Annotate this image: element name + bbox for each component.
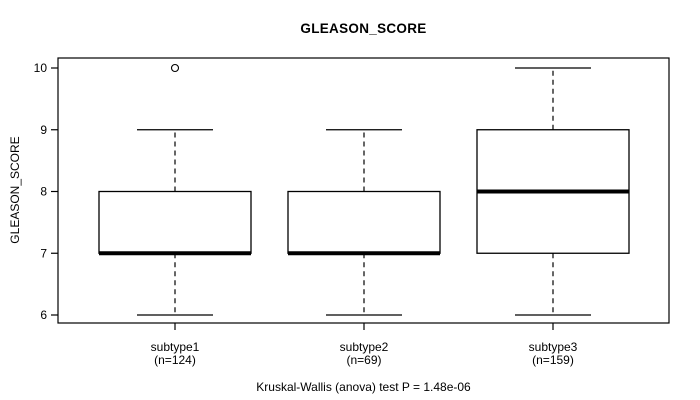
chart-title: GLEASON_SCORE bbox=[300, 21, 427, 36]
x-category-sublabel: (n=124) bbox=[154, 353, 196, 367]
y-tick-label: 7 bbox=[40, 246, 47, 260]
x-category-label: subtype2 bbox=[340, 340, 389, 354]
x-category-sublabel: (n=69) bbox=[346, 353, 381, 367]
y-tick-label: 8 bbox=[40, 185, 47, 199]
x-category-label: subtype3 bbox=[529, 340, 578, 354]
iqr-box-subtype2 bbox=[287, 190, 441, 254]
iqr-box-subtype1 bbox=[98, 190, 252, 254]
y-tick-label: 6 bbox=[40, 308, 47, 322]
outlier-point-subtype1 bbox=[170, 63, 180, 73]
x-category-label: subtype1 bbox=[151, 340, 200, 354]
x-category-sublabel: (n=159) bbox=[532, 353, 574, 367]
stat-test-caption: Kruskal-Wallis (anova) test P = 1.48e-06 bbox=[256, 380, 471, 394]
y-tick-label: 9 bbox=[40, 123, 47, 137]
plot-frame bbox=[57, 57, 670, 324]
y-tick-label: 10 bbox=[34, 61, 48, 75]
